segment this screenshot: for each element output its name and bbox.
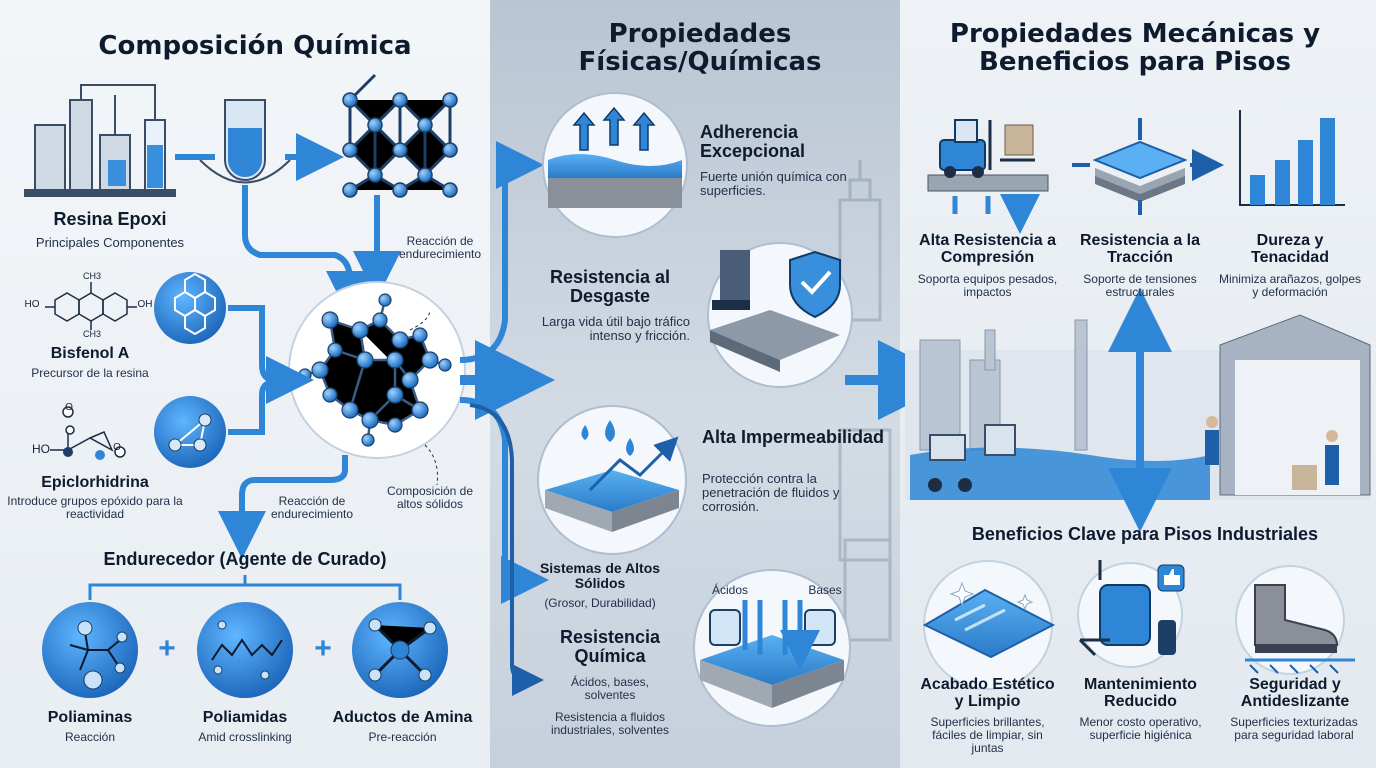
reaction-label-top: Reacción de endurecimiento (398, 234, 482, 261)
chemical-title: Resistencia Química (559, 627, 661, 667)
polyamines-icon (42, 602, 138, 698)
bisphenol-structure (45, 282, 137, 330)
high-solids-composition-label: Composición de altos sólidos (386, 484, 474, 511)
waterproof-desc: Protección contra la penetración de flui… (702, 471, 840, 515)
bisphenol-model-icon (154, 272, 226, 344)
traction-icon (1072, 118, 1208, 215)
benefit-aesthetic-title: Acabado Estético y Limpio (920, 676, 1055, 711)
amine-adducts-icon (352, 602, 448, 698)
bisphenol-label-ch3-top: CH3 (82, 271, 101, 281)
chemical-resistance-icon (693, 569, 851, 727)
agent-polyamides-desc: Amid crosslinking (198, 730, 292, 744)
chemical-label-acids: Ácidos (711, 583, 749, 597)
compression-title: Alta Resistencia a Compresión (919, 232, 1056, 267)
composition-title: Composición Química (98, 31, 412, 61)
wear-desc: Larga vida útil bajo tráfico intenso y f… (541, 314, 690, 344)
polyamides-icon (197, 602, 293, 698)
epichlorohydrin-subtitle: Introduce grupos epóxido para la reactiv… (7, 494, 183, 521)
chemical-desc: Ácidos, bases, solventes (570, 675, 650, 702)
benefit-maintenance-title: Mantenimiento Reducido (1084, 676, 1197, 711)
properties-title: Propiedades Físicas/Químicas (578, 19, 822, 78)
benefit-safety-title: Seguridad y Antideslizante (1240, 676, 1350, 711)
bisphenol-label-oh: OH (137, 299, 153, 310)
reaction-label-left: Reacción de endurecimiento (270, 494, 354, 521)
agent-polyamides-name: Poliamidas (202, 709, 288, 726)
epichlorohydrin-label-o-top: O (65, 402, 73, 413)
epichlorohydrin-title: Epiclorhidrina (41, 474, 149, 491)
epichlorohydrin-label-ho: HO (32, 442, 50, 456)
plus-sign-2: + (314, 632, 332, 665)
anti-slip-boot-icon (1235, 565, 1355, 675)
agent-polyamines-desc: Reacción (64, 730, 116, 744)
waterproof-title: Alta Impermeabilidad (702, 427, 885, 447)
agent-amine-adducts-desc: Pre-reacción (368, 730, 437, 744)
mixer-icon (199, 99, 291, 184)
wear-title: Resistencia al Desgaste (549, 267, 671, 307)
wear-resistance-icon (707, 242, 853, 388)
adhesion-icon (542, 92, 688, 238)
mechanical-title: Propiedades Mecánicas y Beneficios para … (949, 19, 1321, 78)
chemical-label-bases: Bases (808, 583, 842, 597)
factory-icon (24, 84, 176, 197)
adhesion-desc: Fuerte unión química con superficies. (700, 169, 847, 199)
agent-polyamines-name: Poliaminas (47, 709, 133, 726)
hardness-chart-icon (1239, 110, 1345, 206)
maintenance-icon (1077, 560, 1185, 668)
high-solids-desc: (Grosor, Durabilidad) (544, 596, 656, 610)
benefits-title: Beneficios Clave para Pisos Industriales (971, 524, 1319, 544)
chemical-desc-2: Resistencia a fluidos industriales, solv… (550, 710, 670, 737)
waterproof-icon (537, 405, 687, 555)
bisphenol-subtitle: Precursor de la resina (31, 366, 149, 380)
bisphenol-title: Bisfenol A (50, 345, 130, 362)
traction-desc: Soporte de tensiones estructurales (1083, 272, 1197, 299)
benefit-safety-desc: Superficies texturizadas para seguridad … (1230, 715, 1358, 742)
resin-subtitle: Principales Componentes (35, 235, 185, 250)
epichlorohydrin-structure (50, 431, 114, 452)
epichlorohydrin-label-o: O (113, 442, 121, 453)
hardness-desc: Minimiza arañazos, golpes y deformación (1218, 272, 1362, 299)
plus-sign-1: + (158, 632, 176, 665)
high-solids-title: Sistemas de Altos Sólidos (539, 560, 661, 592)
hardness-title: Dureza y Tenacidad (1251, 232, 1329, 267)
hardener-title: Endurecedor (Agente de Curado) (103, 549, 387, 569)
benefit-maintenance-desc: Menor costo operativo, superficie higién… (1079, 715, 1202, 742)
bisphenol-label-ch3-bottom: CH3 (82, 329, 101, 339)
cured-polymer-network (288, 281, 466, 459)
compression-icon (927, 119, 1049, 214)
aesthetic-finish-icon (922, 560, 1056, 690)
benefit-aesthetic-desc: Superficies brillantes, fáciles de limpi… (930, 715, 1045, 755)
molecule-lattice-icon (342, 73, 458, 198)
agent-amine-adducts-name: Aductos de Amina (332, 709, 473, 726)
adhesion-title: Adherencia Excepcional (700, 122, 806, 162)
traction-title: Resistencia a la Tracción (1079, 232, 1201, 267)
compression-desc: Soporta equipos pesados, impactos (917, 272, 1058, 299)
bisphenol-label-ho: HO (24, 299, 40, 310)
resin-title: Resina Epoxi (53, 209, 167, 229)
